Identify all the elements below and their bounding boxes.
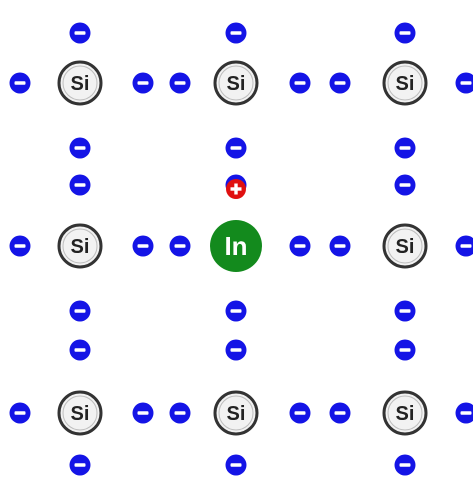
silicon-atom: Si: [57, 390, 103, 436]
electron-icon: [132, 402, 154, 424]
electron-icon: [69, 137, 91, 159]
silicon-label: Si: [71, 236, 90, 258]
indium-atom: In: [210, 220, 262, 272]
electron-icon: [9, 235, 31, 257]
electron-icon: [69, 339, 91, 361]
electron-icon: [394, 339, 416, 361]
silicon-atom: Si: [57, 223, 103, 269]
electron-icon: [132, 72, 154, 94]
electron-icon: [455, 235, 473, 257]
silicon-atom: Si: [382, 390, 428, 436]
silicon-label: Si: [71, 73, 90, 95]
electron-icon: [225, 300, 247, 322]
electron-icon: [9, 402, 31, 424]
electron-icon: [132, 235, 154, 257]
electron-icon: [394, 174, 416, 196]
electron-icon: [69, 22, 91, 44]
silicon-label: Si: [396, 73, 415, 95]
silicon-label: Si: [227, 73, 246, 95]
electron-icon: [329, 72, 351, 94]
electron-icon: [455, 72, 473, 94]
electron-icon: [225, 339, 247, 361]
electron-icon: [289, 402, 311, 424]
electron-icon: [394, 300, 416, 322]
silicon-label: Si: [396, 403, 415, 425]
indium-label: In: [224, 231, 247, 261]
electron-icon: [9, 72, 31, 94]
electron-icon: [455, 402, 473, 424]
electron-icon: [225, 454, 247, 476]
electron-icon: [394, 454, 416, 476]
electron-icon: [169, 402, 191, 424]
electron-icon: [289, 72, 311, 94]
electron-icon: [69, 174, 91, 196]
hole-plus-icon: [226, 179, 246, 199]
electron-icon: [169, 235, 191, 257]
electron-icon: [394, 137, 416, 159]
electron-icon: [225, 137, 247, 159]
electron-icon: [69, 454, 91, 476]
electron-icon: [329, 402, 351, 424]
silicon-label: Si: [71, 403, 90, 425]
silicon-label: Si: [227, 403, 246, 425]
electron-icon: [289, 235, 311, 257]
silicon-label: Si: [396, 236, 415, 258]
electron-icon: [169, 72, 191, 94]
silicon-atom: Si: [213, 60, 259, 106]
silicon-atom: Si: [57, 60, 103, 106]
silicon-atom: Si: [382, 60, 428, 106]
electron-icon: [69, 300, 91, 322]
silicon-atom: Si: [382, 223, 428, 269]
electron-icon: [329, 235, 351, 257]
electron-icon: [394, 22, 416, 44]
silicon-atom: Si: [213, 390, 259, 436]
electron-icon: [225, 22, 247, 44]
